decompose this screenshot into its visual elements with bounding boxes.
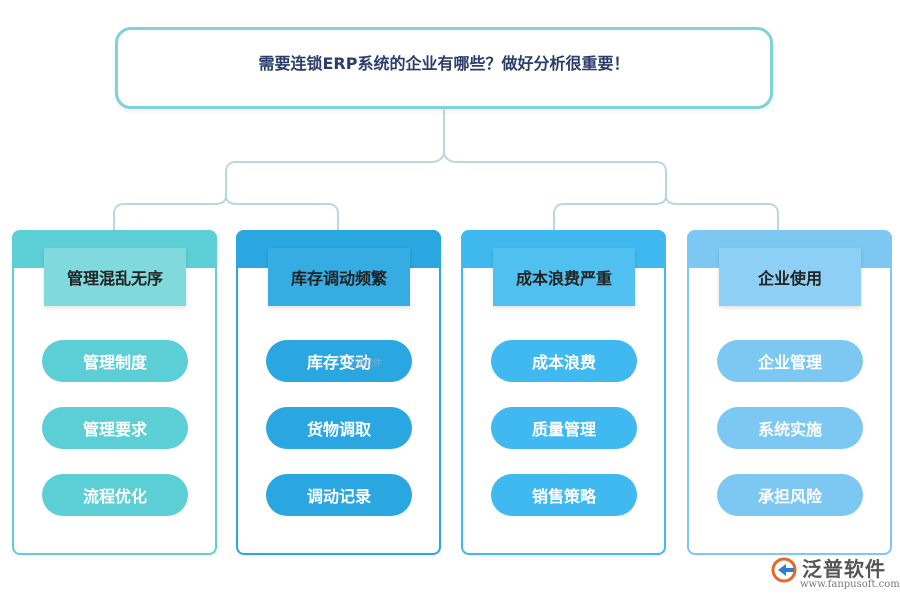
item-pill: 货物调取 xyxy=(266,407,412,449)
item-pill: 管理要求 xyxy=(42,407,188,449)
column-header: 管理混乱无序 xyxy=(44,248,186,306)
inline-watermark: 泛普软件 xyxy=(346,359,383,369)
left-branch-2 xyxy=(225,195,339,232)
fanpu-logo: 泛普软件 www.fanpusoft.com xyxy=(768,553,900,595)
item-pill: 流程优化 xyxy=(42,474,188,516)
column-header: 成本浪费严重 xyxy=(493,248,635,306)
item-pill: 成本浪费 xyxy=(491,340,637,382)
item-pill: 销售策略 xyxy=(491,474,637,516)
diagram-title: 需要连锁ERP系统的企业有哪些？做好分析很重要！ xyxy=(258,54,630,73)
fanpu-logo-icon xyxy=(771,557,797,583)
item-pill: 调动记录 xyxy=(266,474,412,516)
column-header: 企业使用 xyxy=(719,248,861,306)
left-branch xyxy=(113,195,227,232)
item-pill: 质量管理 xyxy=(491,407,637,449)
right-branch xyxy=(553,195,667,232)
item-pill: 管理制度 xyxy=(42,340,188,382)
trunk-left xyxy=(225,151,445,196)
column-inventory-transfer: 库存调动频繁 库存变动 泛普软件 货物调取 调动记录 xyxy=(236,230,441,555)
item-pill: 企业管理 xyxy=(717,340,863,382)
item-pill: 系统实施 xyxy=(717,407,863,449)
trunk-connector xyxy=(443,109,457,163)
column-header: 库存调动频繁 xyxy=(268,248,410,306)
item-pill: 承担风险 xyxy=(717,474,863,516)
logo-name: 泛普软件 xyxy=(802,557,886,581)
trunk-right xyxy=(456,161,667,196)
column-management-chaos: 管理混乱无序 管理制度 管理要求 流程优化 xyxy=(12,230,217,555)
column-cost-waste: 成本浪费严重 成本浪费 质量管理 销售策略 xyxy=(461,230,666,555)
title-box: 需要连锁ERP系统的企业有哪些？做好分析很重要！ xyxy=(115,27,773,109)
right-branch-2 xyxy=(665,195,779,232)
logo-url: www.fanpusoft.com xyxy=(800,579,900,590)
column-enterprise-use: 企业使用 企业管理 系统实施 承担风险 xyxy=(687,230,892,555)
item-pill: 库存变动 xyxy=(266,340,412,382)
